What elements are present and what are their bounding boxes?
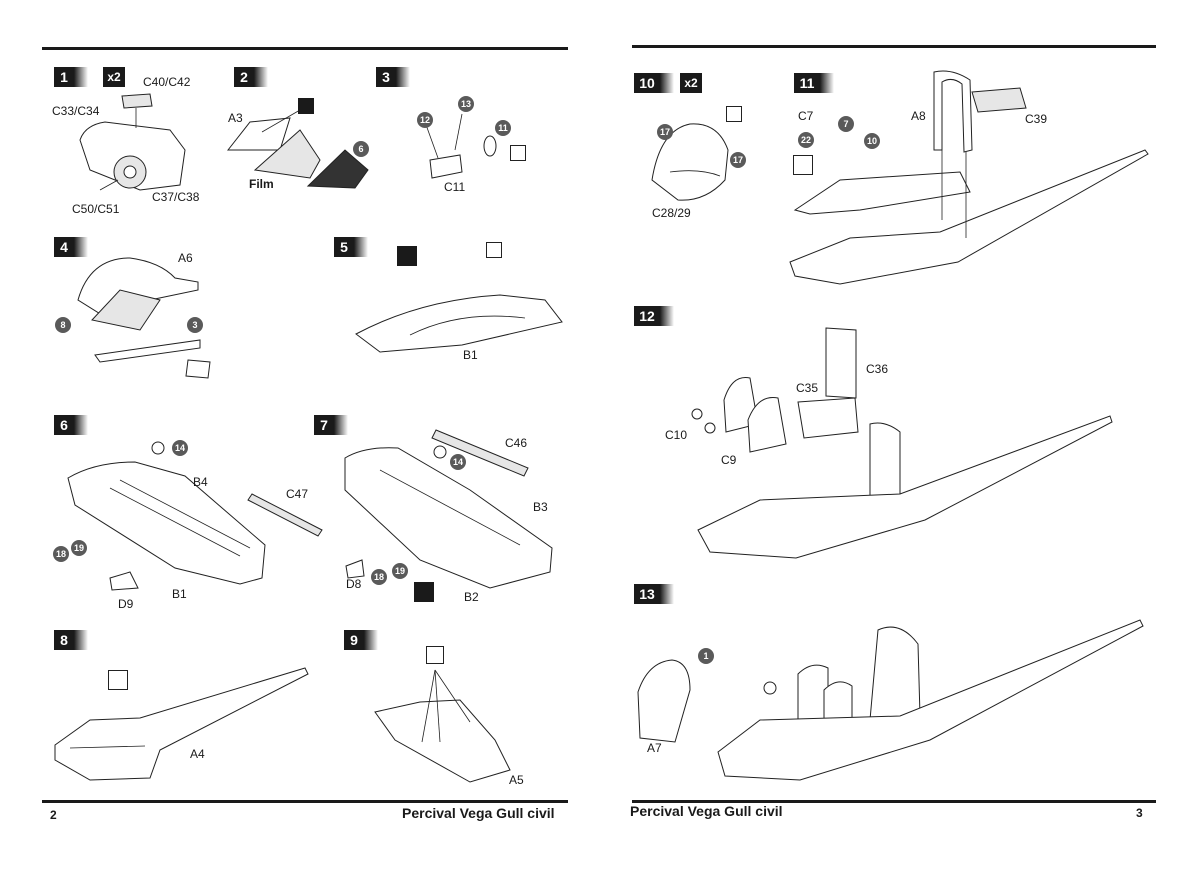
paint-icon [414, 582, 434, 602]
step-7-badge: 7 [314, 415, 348, 435]
part-label: C28/29 [652, 206, 691, 220]
part-label: D9 [118, 597, 134, 611]
callout-number: 1 [698, 648, 714, 664]
callout-number: 8 [55, 317, 71, 333]
step10-drawing [651, 123, 729, 201]
step6-drawing [67, 441, 323, 591]
step4-drawing [77, 257, 211, 379]
symmetric-aa-icon [397, 246, 417, 266]
part-label: A5 [509, 773, 524, 787]
part-label: A3 [228, 111, 243, 125]
bottom-rule [42, 800, 568, 803]
part-label: A7 [647, 741, 662, 755]
part-label: C11 [444, 180, 466, 194]
part-label: B2 [464, 590, 479, 604]
part-label: B1 [463, 348, 478, 362]
callout-number: 7 [838, 116, 854, 132]
arrow-down-icon [726, 106, 742, 122]
callout-number: 13 [458, 96, 474, 112]
callout-number: 22 [798, 132, 814, 148]
glue-icon [426, 646, 444, 664]
step-12-badge: 12 [634, 306, 674, 326]
callout-number: 14 [172, 440, 188, 456]
top-rule [632, 45, 1156, 48]
glue-icon [108, 670, 128, 690]
step2-drawing [226, 109, 369, 189]
callout-number: 18 [371, 569, 387, 585]
callout-number: 11 [495, 120, 511, 136]
callout-number: 12 [417, 112, 433, 128]
step11-drawing [789, 70, 1149, 285]
step-9-badge: 9 [344, 630, 378, 650]
callout-number: 19 [392, 563, 408, 579]
step-13-badge: 13 [634, 584, 674, 604]
step3-drawing [424, 113, 497, 179]
step-4-badge: 4 [54, 237, 88, 257]
step7-drawing [344, 429, 553, 589]
step-6-badge: 6 [54, 415, 88, 435]
page-number: 2 [50, 808, 57, 822]
footer-title: Percival Vega Gull civil [402, 805, 555, 821]
step-2-badge: 2 [234, 67, 268, 87]
callout-number: 18 [53, 546, 69, 562]
step-1-badge: 1 [54, 67, 88, 87]
part-label: C39 [1025, 112, 1048, 126]
step-5-badge: 5 [334, 237, 368, 257]
step-10-badge: 10 [634, 73, 674, 93]
part-label: C9 [721, 453, 737, 467]
callout-number: 17 [657, 124, 673, 140]
part-label: B1 [172, 587, 187, 601]
part-label: C50/C51 [72, 202, 120, 216]
callout-number: 19 [71, 540, 87, 556]
part-label: A6 [178, 251, 193, 265]
step-8-badge: 8 [54, 630, 88, 650]
multiplier-badge: x2 [680, 73, 702, 93]
part-label: A4 [190, 747, 205, 761]
page-right: 10 x2 11 12 13 C28/29 17 17 A8 C39 C7 7 … [600, 0, 1200, 872]
footer-title: Percival Vega Gull civil [630, 803, 783, 819]
step8-drawing [54, 667, 309, 781]
callout-number: 14 [450, 454, 466, 470]
callout-number: 10 [864, 133, 880, 149]
step-3-badge: 3 [376, 67, 410, 87]
top-rule [42, 47, 568, 50]
part-label: C36 [866, 362, 889, 376]
step9-drawing [374, 669, 511, 783]
part-label: C47 [286, 487, 309, 501]
part-label: A8 [911, 109, 926, 123]
step-11-badge: 11 [794, 73, 834, 93]
callout-number: 3 [187, 317, 203, 333]
multiplier-badge: x2 [103, 67, 125, 87]
left-page-illustrations [54, 93, 563, 783]
part-label: C33/C34 [52, 104, 100, 118]
right-page-illustrations [637, 70, 1149, 781]
part-label: Film [249, 177, 274, 191]
callout-number: 6 [353, 141, 369, 157]
part-label: C7 [798, 109, 814, 123]
part-label: C46 [505, 436, 528, 450]
part-label: C37/C38 [152, 190, 200, 204]
step13-drawing [637, 619, 1144, 781]
arrow-down-icon [793, 155, 813, 175]
glue-icon [486, 242, 502, 258]
bottom-rule [632, 800, 1156, 803]
page-left: 1 x2 2 3 4 5 6 7 8 9 C40/C42 C33/C34 C37… [42, 47, 568, 822]
part-label: B3 [533, 500, 548, 514]
page-number: 3 [1136, 806, 1143, 820]
part-label: C10 [665, 428, 688, 442]
callout-number: 17 [730, 152, 746, 168]
arrow-down-icon [510, 145, 526, 161]
part-label: C35 [796, 381, 819, 395]
step5-drawing [355, 294, 563, 353]
step12-drawing [691, 327, 1113, 559]
step1-drawing [79, 93, 186, 191]
part-label: D8 [346, 577, 362, 591]
part-label: C40/C42 [143, 75, 191, 89]
part-label: B4 [193, 475, 208, 489]
paint-icon [298, 98, 314, 114]
